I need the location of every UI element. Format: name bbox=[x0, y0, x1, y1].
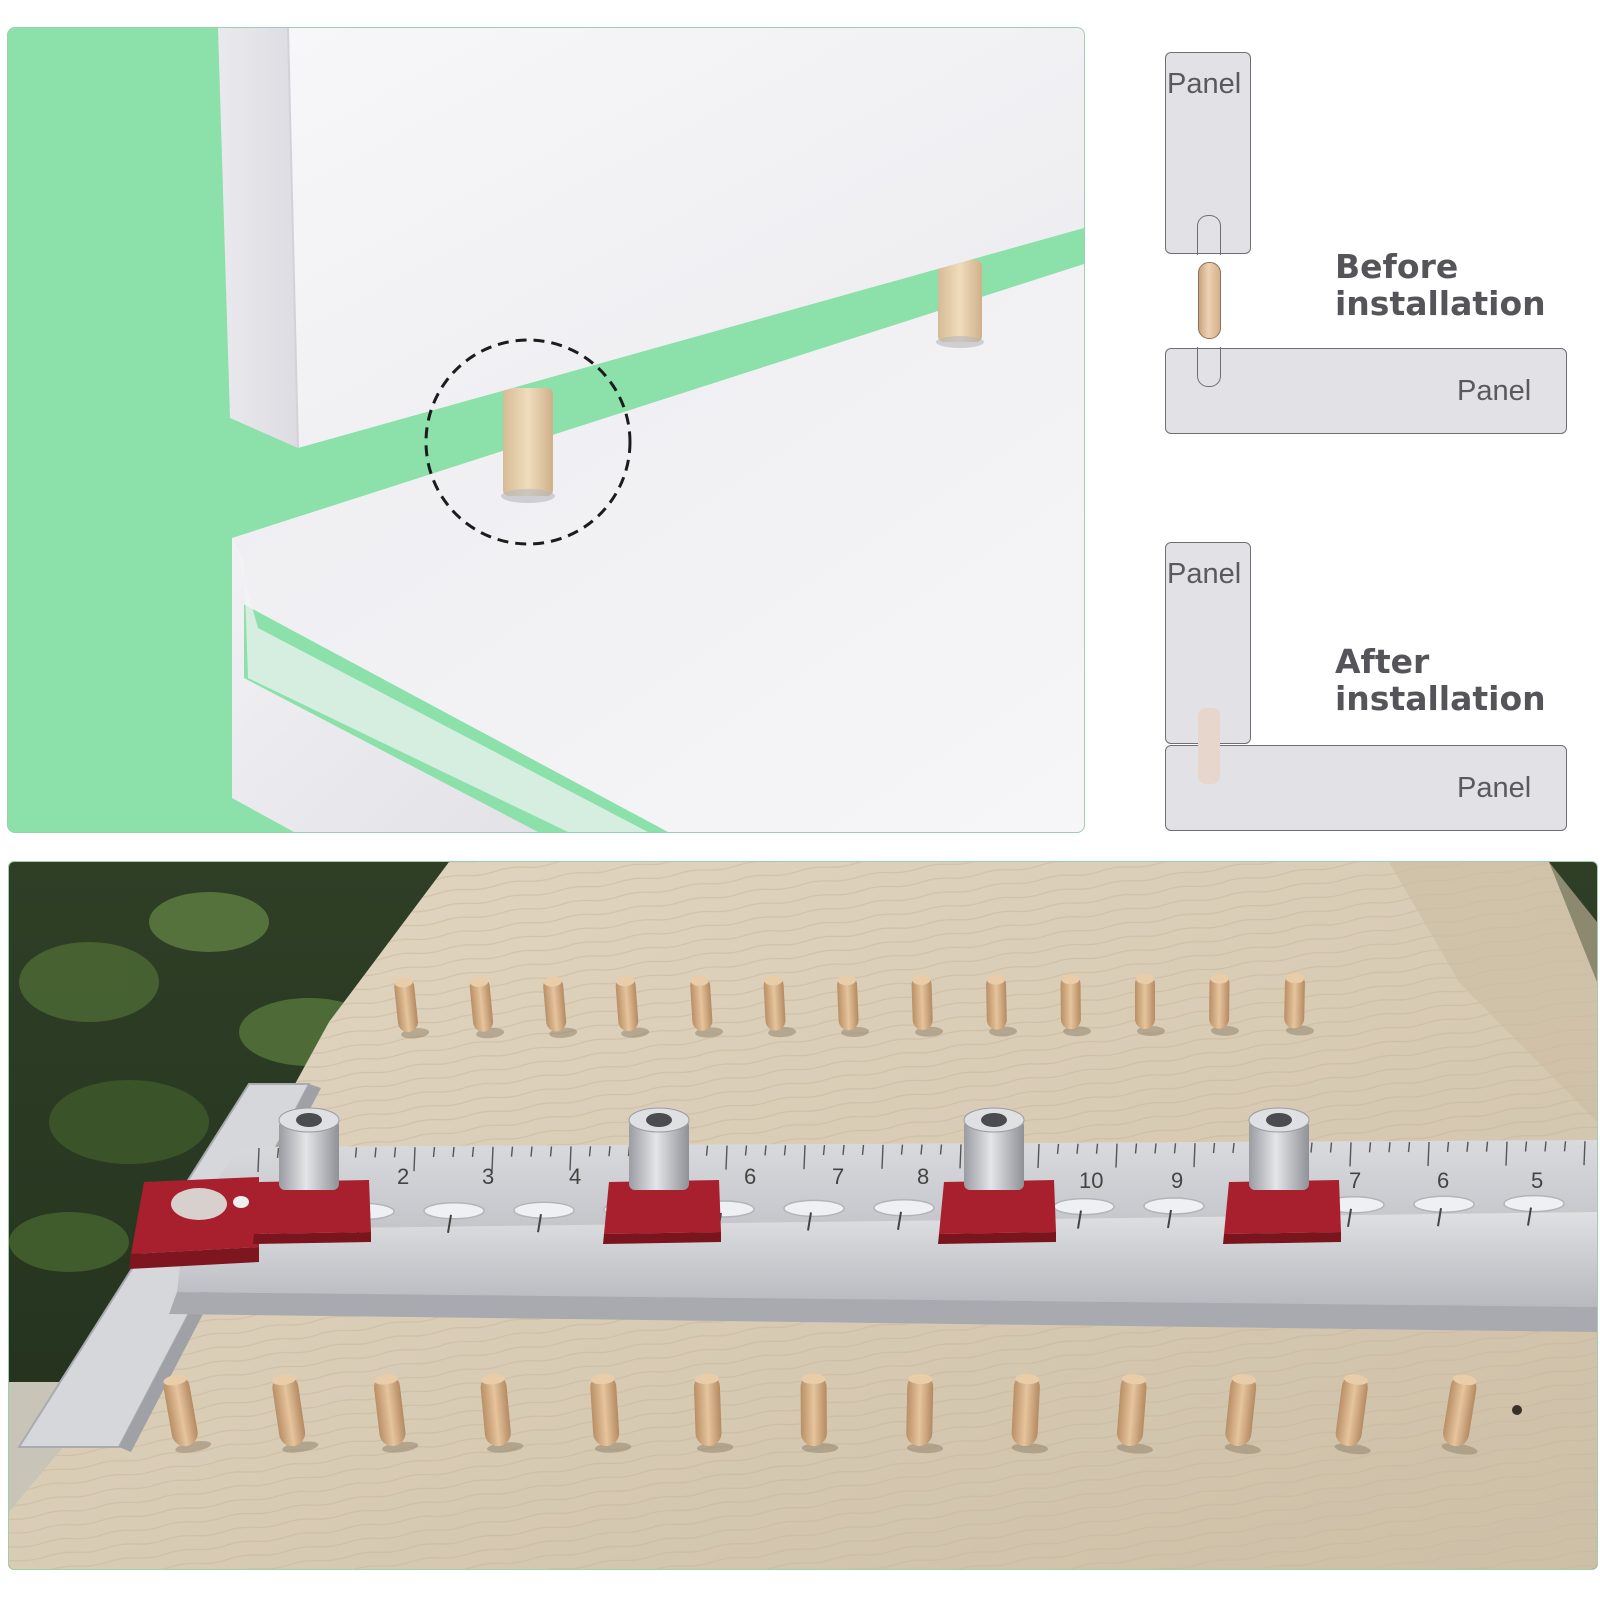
ruler-numbers: 2 3 4 6 7 8 10 9 7 6 5 bbox=[397, 1164, 1543, 1193]
vertical-panel-dowel-hole bbox=[1197, 215, 1221, 255]
caption-line-1: Before bbox=[1335, 247, 1459, 286]
horizontal-panel-dowel-hole bbox=[1197, 347, 1221, 387]
dowel-peg bbox=[374, 1374, 419, 1453]
jig-red-end-stop bbox=[129, 1177, 259, 1269]
bottom-panel-top-face bbox=[232, 264, 1084, 832]
ruler-number: 8 bbox=[917, 1164, 929, 1189]
vertical-panel bbox=[1165, 52, 1251, 254]
vertical-panel-label: Panel bbox=[1167, 558, 1242, 590]
dowel-highlight-circle bbox=[424, 338, 632, 546]
drill-guide-carrier bbox=[253, 1107, 371, 1244]
bottom-panel-front-edge bbox=[232, 538, 538, 832]
top-panel-face bbox=[288, 28, 1084, 448]
top-panel-corner-line bbox=[287, 28, 299, 449]
plywood-board-right-edge bbox=[1389, 862, 1597, 1122]
drill-guide-carrier bbox=[938, 1107, 1056, 1244]
ruler-number: 7 bbox=[832, 1164, 844, 1189]
top-dowel-row bbox=[394, 973, 1314, 1039]
drill-guide-carrier bbox=[603, 1107, 721, 1244]
dowel-joint-photo bbox=[7, 27, 1085, 833]
dowel-peg bbox=[1116, 1374, 1153, 1454]
ruler-number: 6 bbox=[744, 1164, 756, 1189]
dowel-peg bbox=[469, 976, 505, 1039]
dowel-peg bbox=[911, 974, 944, 1037]
dowel-peg bbox=[590, 1374, 632, 1453]
dowel-peg bbox=[1334, 1374, 1371, 1455]
dowel-peg bbox=[543, 976, 578, 1039]
ruler-number: 7 bbox=[1349, 1168, 1361, 1193]
board-hole bbox=[1512, 1405, 1522, 1415]
dowel-peg bbox=[1209, 973, 1239, 1036]
dowel-peg bbox=[1441, 1374, 1478, 1455]
dowel-jig-illustration: 2 3 4 6 7 8 10 9 7 6 5 bbox=[9, 862, 1597, 1569]
dowel-peg bbox=[480, 1374, 524, 1453]
dowel-peg bbox=[800, 1374, 839, 1453]
dowel-joint-illustration bbox=[218, 28, 1084, 832]
ruler-number: 10 bbox=[1079, 1168, 1103, 1193]
dowel-peg bbox=[690, 975, 724, 1038]
horizontal-panel bbox=[1165, 745, 1567, 831]
dowel-peg bbox=[163, 1374, 212, 1453]
vertical-panel-label: Panel bbox=[1167, 68, 1242, 100]
top-panel-side-edge bbox=[218, 28, 298, 448]
dowel-peg bbox=[272, 1374, 319, 1453]
dowel-icon bbox=[1198, 262, 1221, 339]
horizontal-panel-label: Panel bbox=[1457, 375, 1532, 407]
dowel-jig-photo: 2 3 4 6 7 8 10 9 7 6 5 bbox=[8, 861, 1598, 1570]
caption-line-2: installation bbox=[1335, 679, 1546, 718]
dowel-peg bbox=[906, 1374, 944, 1454]
horizontal-panel bbox=[1165, 348, 1567, 434]
horizontal-panel-label: Panel bbox=[1457, 772, 1532, 804]
dowel-peg bbox=[615, 976, 650, 1038]
after-installation-caption: After installation bbox=[1335, 643, 1546, 717]
dowel-right bbox=[936, 260, 984, 348]
caption-line-2: installation bbox=[1335, 284, 1546, 323]
installed-dowel-icon bbox=[1198, 708, 1220, 784]
ruler-number: 4 bbox=[569, 1164, 581, 1189]
dowel-peg bbox=[1224, 1374, 1261, 1454]
dowel-peg bbox=[394, 977, 430, 1039]
jig-rail-base bbox=[169, 1292, 1597, 1332]
ruler-number: 2 bbox=[397, 1164, 409, 1189]
dowel-peg bbox=[837, 975, 870, 1037]
dowel-peg bbox=[1284, 973, 1314, 1036]
ruler-number: 9 bbox=[1171, 1168, 1183, 1193]
caption-line-1: After bbox=[1335, 642, 1430, 681]
ruler-number: 3 bbox=[482, 1164, 494, 1189]
dowel-peg bbox=[763, 975, 797, 1038]
bottom-dowel-row bbox=[163, 1374, 1478, 1455]
before-installation-diagram: Panel Panel Before installation bbox=[1140, 50, 1570, 434]
jig-drill-guides bbox=[253, 1107, 1341, 1244]
dowel-peg bbox=[1011, 1374, 1049, 1454]
dowel-peg bbox=[693, 1374, 734, 1453]
before-installation-caption: Before installation bbox=[1335, 248, 1546, 322]
drill-guide-carrier bbox=[1223, 1107, 1341, 1244]
dowel-peg bbox=[1060, 974, 1092, 1037]
dowel-peg bbox=[986, 974, 1018, 1037]
dowel-left bbox=[501, 388, 555, 503]
ruler-number: 5 bbox=[1531, 1168, 1543, 1193]
dowel-peg bbox=[1135, 974, 1165, 1036]
after-installation-diagram: Panel Panel After installation bbox=[1140, 540, 1570, 840]
ruler-number: 6 bbox=[1437, 1168, 1449, 1193]
bottom-panel-edge-highlight bbox=[232, 536, 648, 832]
